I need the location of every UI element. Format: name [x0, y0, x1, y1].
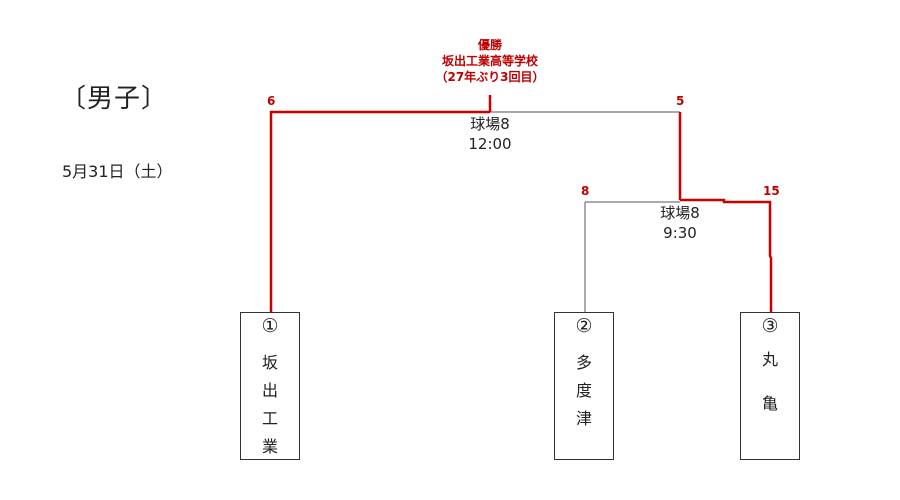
team-name: 丸 亀: [761, 350, 778, 413]
champion-label: 優勝: [477, 38, 502, 52]
team-name: 多 度 津: [575, 353, 592, 428]
team-box-tadotsu: ② 多 度 津: [554, 312, 614, 460]
team-name: 坂 出 工 業: [261, 353, 278, 456]
bracket-line-sakaide-winner: [269, 110, 490, 312]
champion-annotation: 優勝 坂出工業高等学校 （27年ぶり3回目）: [390, 37, 590, 85]
team-box-marugame: ③ 丸 亀: [740, 312, 800, 460]
final-time: 12:00: [468, 135, 512, 153]
bracket-line-marugame-winner: [680, 198, 773, 312]
final-venue: 球場8: [470, 115, 510, 133]
team-seed: ②: [575, 315, 593, 337]
semifinal-time: 9:30: [663, 224, 697, 242]
semifinal-venue-info: 球場8 9:30: [645, 203, 715, 243]
final-score-right: 5: [676, 94, 685, 108]
semifinal-score-right: 15: [763, 184, 780, 198]
semifinal-score-left: 8: [581, 184, 590, 198]
team-seed: ①: [261, 315, 279, 337]
division-label: 〔男子〕: [60, 84, 169, 114]
semifinal-venue: 球場8: [660, 204, 700, 222]
champion-note: （27年ぶり3回目）: [435, 70, 545, 84]
match-date: 5月31日（土）: [62, 162, 173, 181]
champion-school: 坂出工業高等学校: [441, 54, 538, 68]
team-box-sakaide: ① 坂 出 工 業: [240, 312, 300, 460]
final-score-left: 6: [267, 94, 276, 108]
final-venue-info: 球場8 12:00: [455, 114, 525, 154]
team-seed: ③: [761, 315, 779, 337]
